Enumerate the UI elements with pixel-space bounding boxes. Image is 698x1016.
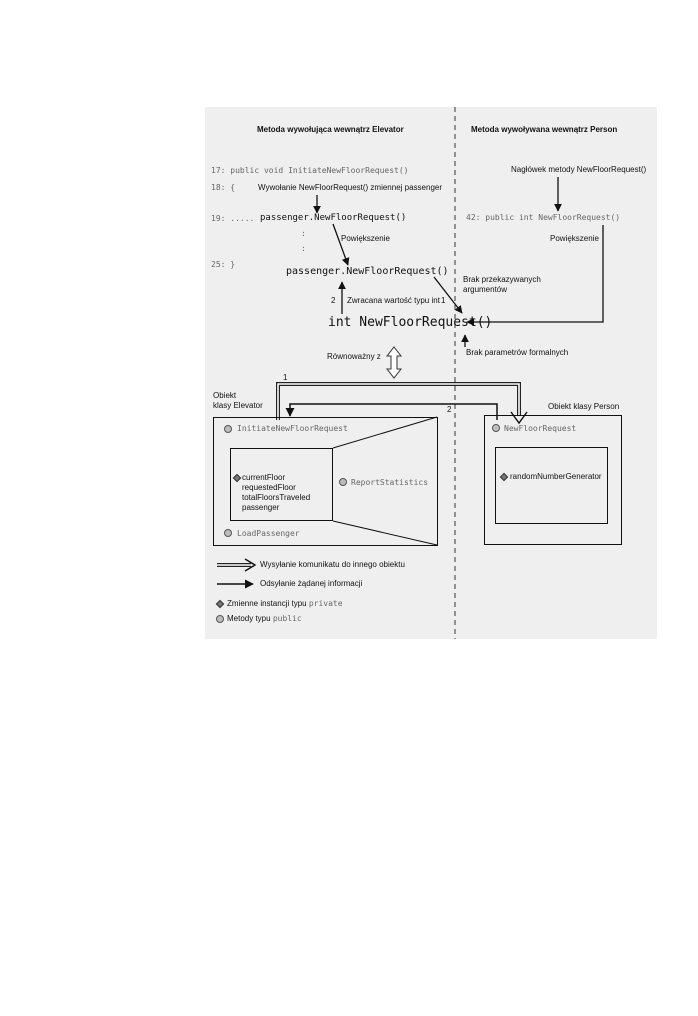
no-args-line2: argumentów [463,285,508,294]
arrow-no-args [433,276,463,314]
call-label: Wywołanie NewFloorRequest() zmiennej pas… [258,183,443,192]
legend-public-prefix: Metody typu [227,614,271,623]
field-random-generator: randomNumberGenerator [510,472,602,481]
arrow-zoom-right [466,225,604,326]
public-method-icon [339,478,347,486]
arrow-number-1: 1 [283,373,288,382]
code-line-17: 17: public void InitiateNewFloorRequest(… [211,166,409,175]
enlarged-call: passenger.NewFloorRequest() [286,266,449,277]
code-line-42: 42: public int NewFloorRequest() [466,213,621,222]
code-colon-2: : [301,244,306,253]
method-new-floor-request: NewFloorRequest [504,424,577,433]
zoom-left-label: Powiększenie [341,234,390,243]
code-line-25: 25: } [211,260,236,269]
legend-private-keyword: private [308,599,343,608]
field-current-floor: currentFloor [242,473,286,482]
header-label: Nagłówek metody NewFloorRequest() [511,165,647,174]
arrow-zoom-left [332,223,350,266]
person-fields-box [495,447,608,524]
equivalent-label: Równoważny z [327,352,381,361]
elevator-title-2: klasy Elevator [213,401,263,410]
elevator-object-box [213,417,438,546]
figure-panel: Metoda wywołująca wewnątrz Elevator Meto… [205,107,657,639]
elevator-fields-box [230,448,333,521]
code-colon-1: : [301,229,306,238]
field-passenger: passenger [242,503,280,512]
legend-send-back: Odsyłanie żądanej informacji [260,579,363,588]
legend-public-text: Metody typu public [227,615,302,623]
person-object-box [484,415,622,545]
no-params-label: Brak parametrów formalnych [466,348,569,357]
left-header: Metoda wywołująca wewnątrz Elevator [257,125,404,134]
elevator-title-1: Obiekt [213,391,237,400]
arrow-number-2: 2 [447,405,452,414]
person-title: Obiekt klasy Person [548,402,620,411]
public-method-icon [492,424,500,432]
no-args-line1: Brak przekazywanych [463,275,541,284]
legend-send-message: Wysyłanie komunikatu do innego obiektu [260,560,405,569]
method-load: LoadPassenger [237,529,300,538]
equivalent-arrow [385,346,403,379]
field-total-floors: totalFloorsTraveled [242,493,311,502]
zoom-right-label: Powiększenie [550,234,599,243]
returned-label: Zwracana wartość typu int [347,296,440,305]
legend-public-keyword: public [272,614,302,623]
return-path-2 [285,403,498,420]
legend-circle-icon [216,615,224,623]
returned-num-left: 2 [331,296,336,305]
trapezoid-top [332,416,438,449]
legend-private-text: Zmienne instancji typu private [227,600,343,608]
public-method-icon [224,425,232,433]
enlarged-header: int NewFloorRequest() [328,315,493,330]
message-path-1 [276,382,521,420]
field-requested-floor: requestedFloor [242,483,296,492]
trapezoid-bottom [332,520,438,546]
returned-num-right: 1 [441,296,446,305]
right-header: Metoda wywoływana wewnątrz Person [471,125,618,134]
public-method-icon [224,529,232,537]
legend-private-prefix: Zmienne instancji typu [227,599,307,608]
code-line-19-prefix: 19: ..... [211,214,255,223]
method-initiate: InitiateNewFloorRequest [237,424,348,433]
method-report: ReportStatistics [351,478,429,487]
code-line-19-call: passenger.NewFloorRequest() [260,213,407,223]
code-line-18: 18: { [211,183,236,192]
